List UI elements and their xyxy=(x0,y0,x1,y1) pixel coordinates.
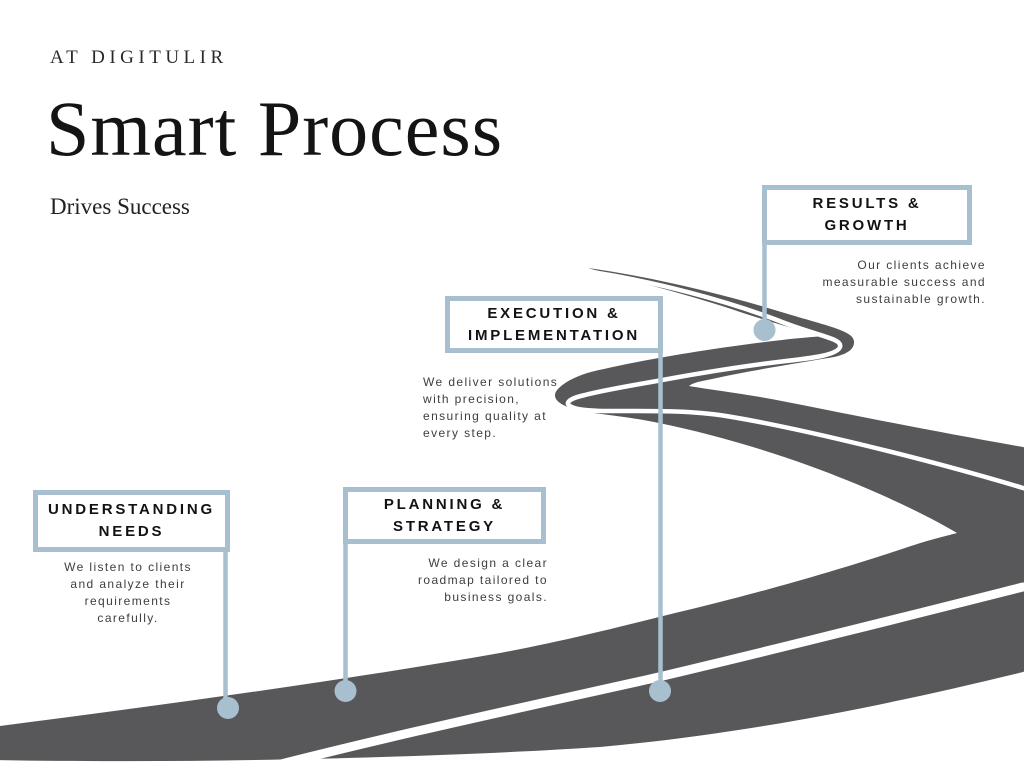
milestone-box-execution-implementation: EXECUTION & IMPLEMENTATION xyxy=(445,296,663,353)
milestone-dot-execution xyxy=(649,680,671,702)
milestone-connectors xyxy=(223,243,767,706)
milestone-dot-understanding xyxy=(217,697,239,719)
page-title: Smart Process xyxy=(46,85,504,172)
road-center-line-upper xyxy=(565,269,1024,590)
page-subtitle: Drives Success xyxy=(50,194,190,219)
milestone-box-understanding-needs: UNDERSTANDING NEEDS xyxy=(33,490,230,552)
road-surface xyxy=(0,268,1024,762)
brand-kicker: AT DIGITULIR xyxy=(50,47,228,68)
milestone-description-execution-implementation: We deliver solutions with precision, ens… xyxy=(423,375,559,441)
road-center-line-lower xyxy=(247,582,1024,768)
milestone-dots xyxy=(217,319,776,719)
milestone-description-understanding-needs: We listen to clients and analyze their r… xyxy=(64,560,192,626)
milestone-description-results-growth: Our clients achieve measurable success a… xyxy=(822,258,986,307)
milestone-dot-results xyxy=(753,319,776,341)
milestone-description-planning-strategy: We design a clear roadmap tailored to bu… xyxy=(418,556,548,605)
milestone-box-results-growth: RESULTS & GROWTH xyxy=(762,185,972,245)
milestone-box-planning-strategy: PLANNING & STRATEGY xyxy=(343,487,546,544)
milestone-dot-planning xyxy=(334,680,357,702)
